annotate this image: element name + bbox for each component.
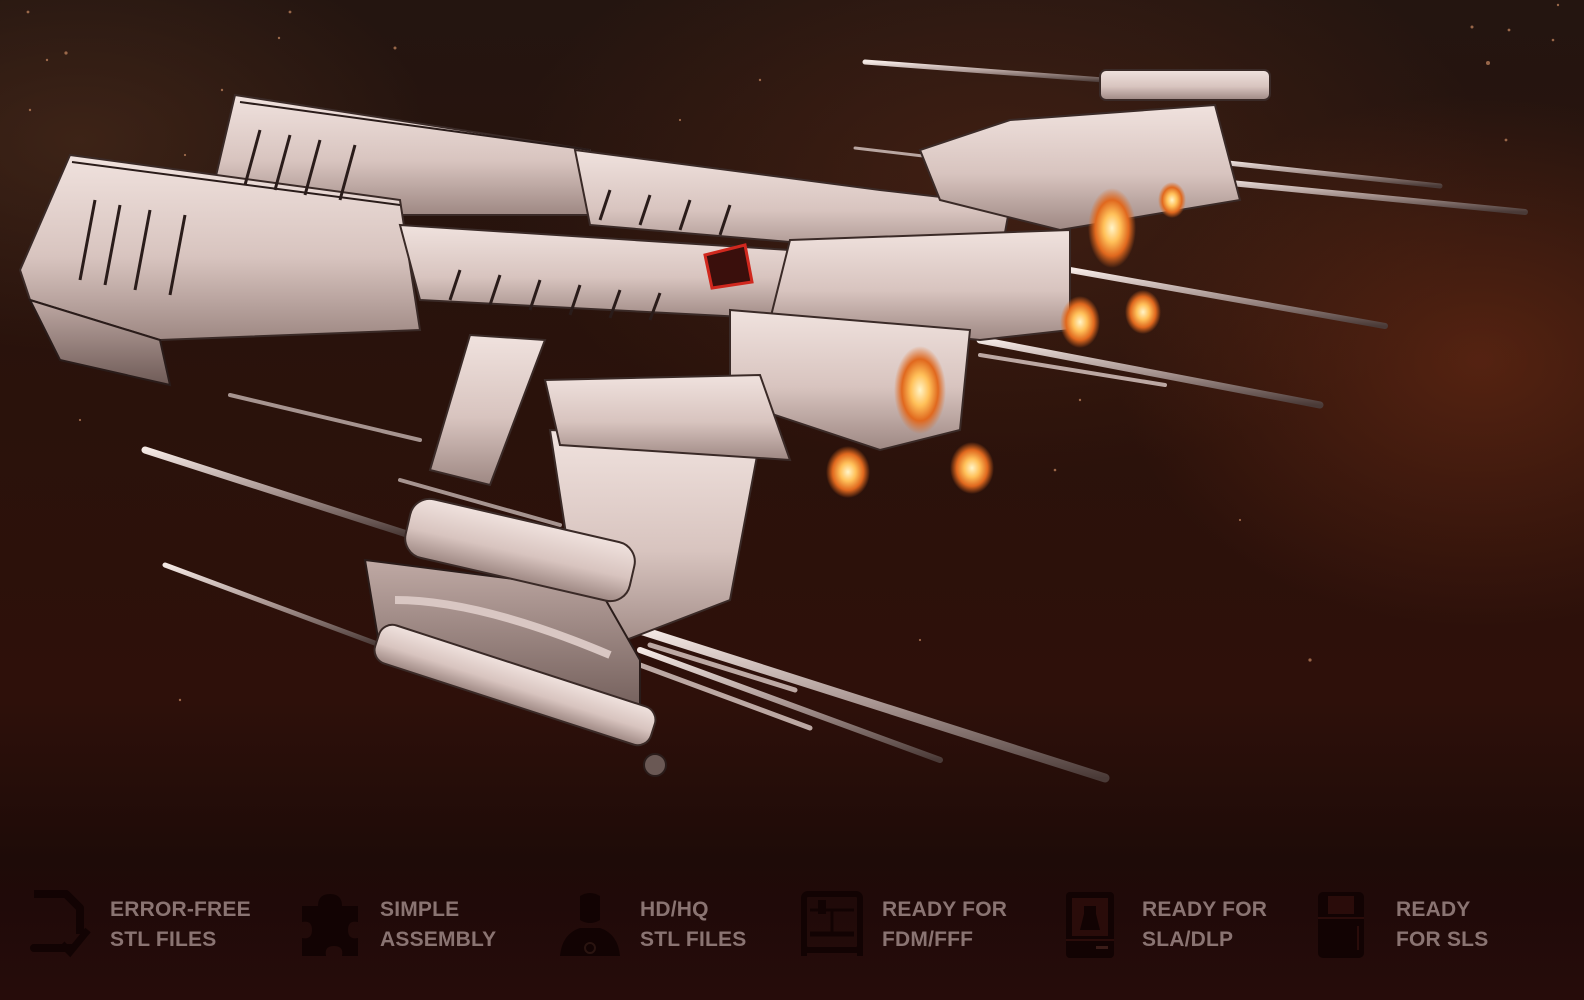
feature-simple-assembly: SIMPLE ASSEMBLY bbox=[298, 890, 496, 960]
feature-label-line1: HD/HQ bbox=[640, 898, 709, 921]
feature-label-line2: FOR SLS bbox=[1396, 928, 1489, 951]
feature-label-line2: ASSEMBLY bbox=[380, 928, 497, 951]
figure-bust-icon bbox=[560, 893, 620, 956]
spaceship-illustration bbox=[18, 59, 1528, 783]
feature-label-line1: ERROR-FREE bbox=[110, 898, 251, 921]
feature-label-line1: READY bbox=[1396, 898, 1471, 921]
feature-ready-fdm: READY FOR FDM/FFF bbox=[800, 890, 1007, 960]
feature-label-line2: STL FILES bbox=[110, 928, 217, 951]
feature-label-line1: SIMPLE bbox=[380, 898, 460, 921]
sla-printer-icon bbox=[1066, 892, 1114, 958]
sls-printer-icon bbox=[1318, 892, 1364, 958]
feature-error-free-stl: ERROR-FREE STL FILES bbox=[28, 890, 251, 960]
feature-label-line2: FDM/FFF bbox=[882, 928, 974, 951]
fdm-printer-icon bbox=[801, 891, 863, 956]
puzzle-piece-icon bbox=[302, 894, 358, 956]
feature-hd-hq-stl: HD/HQ STL FILES bbox=[558, 890, 746, 960]
feature-ready-sla: READY FOR SLA/DLP bbox=[1060, 890, 1267, 960]
feature-label-line1: READY FOR bbox=[882, 898, 1008, 921]
feature-label-line1: READY FOR bbox=[1142, 898, 1268, 921]
feature-label-line2: SLA/DLP bbox=[1142, 928, 1234, 951]
feature-ready-sls: READY FOR SLS bbox=[1314, 890, 1488, 960]
feature-label-line2: STL FILES bbox=[640, 928, 747, 951]
file-check-icon bbox=[30, 890, 91, 958]
